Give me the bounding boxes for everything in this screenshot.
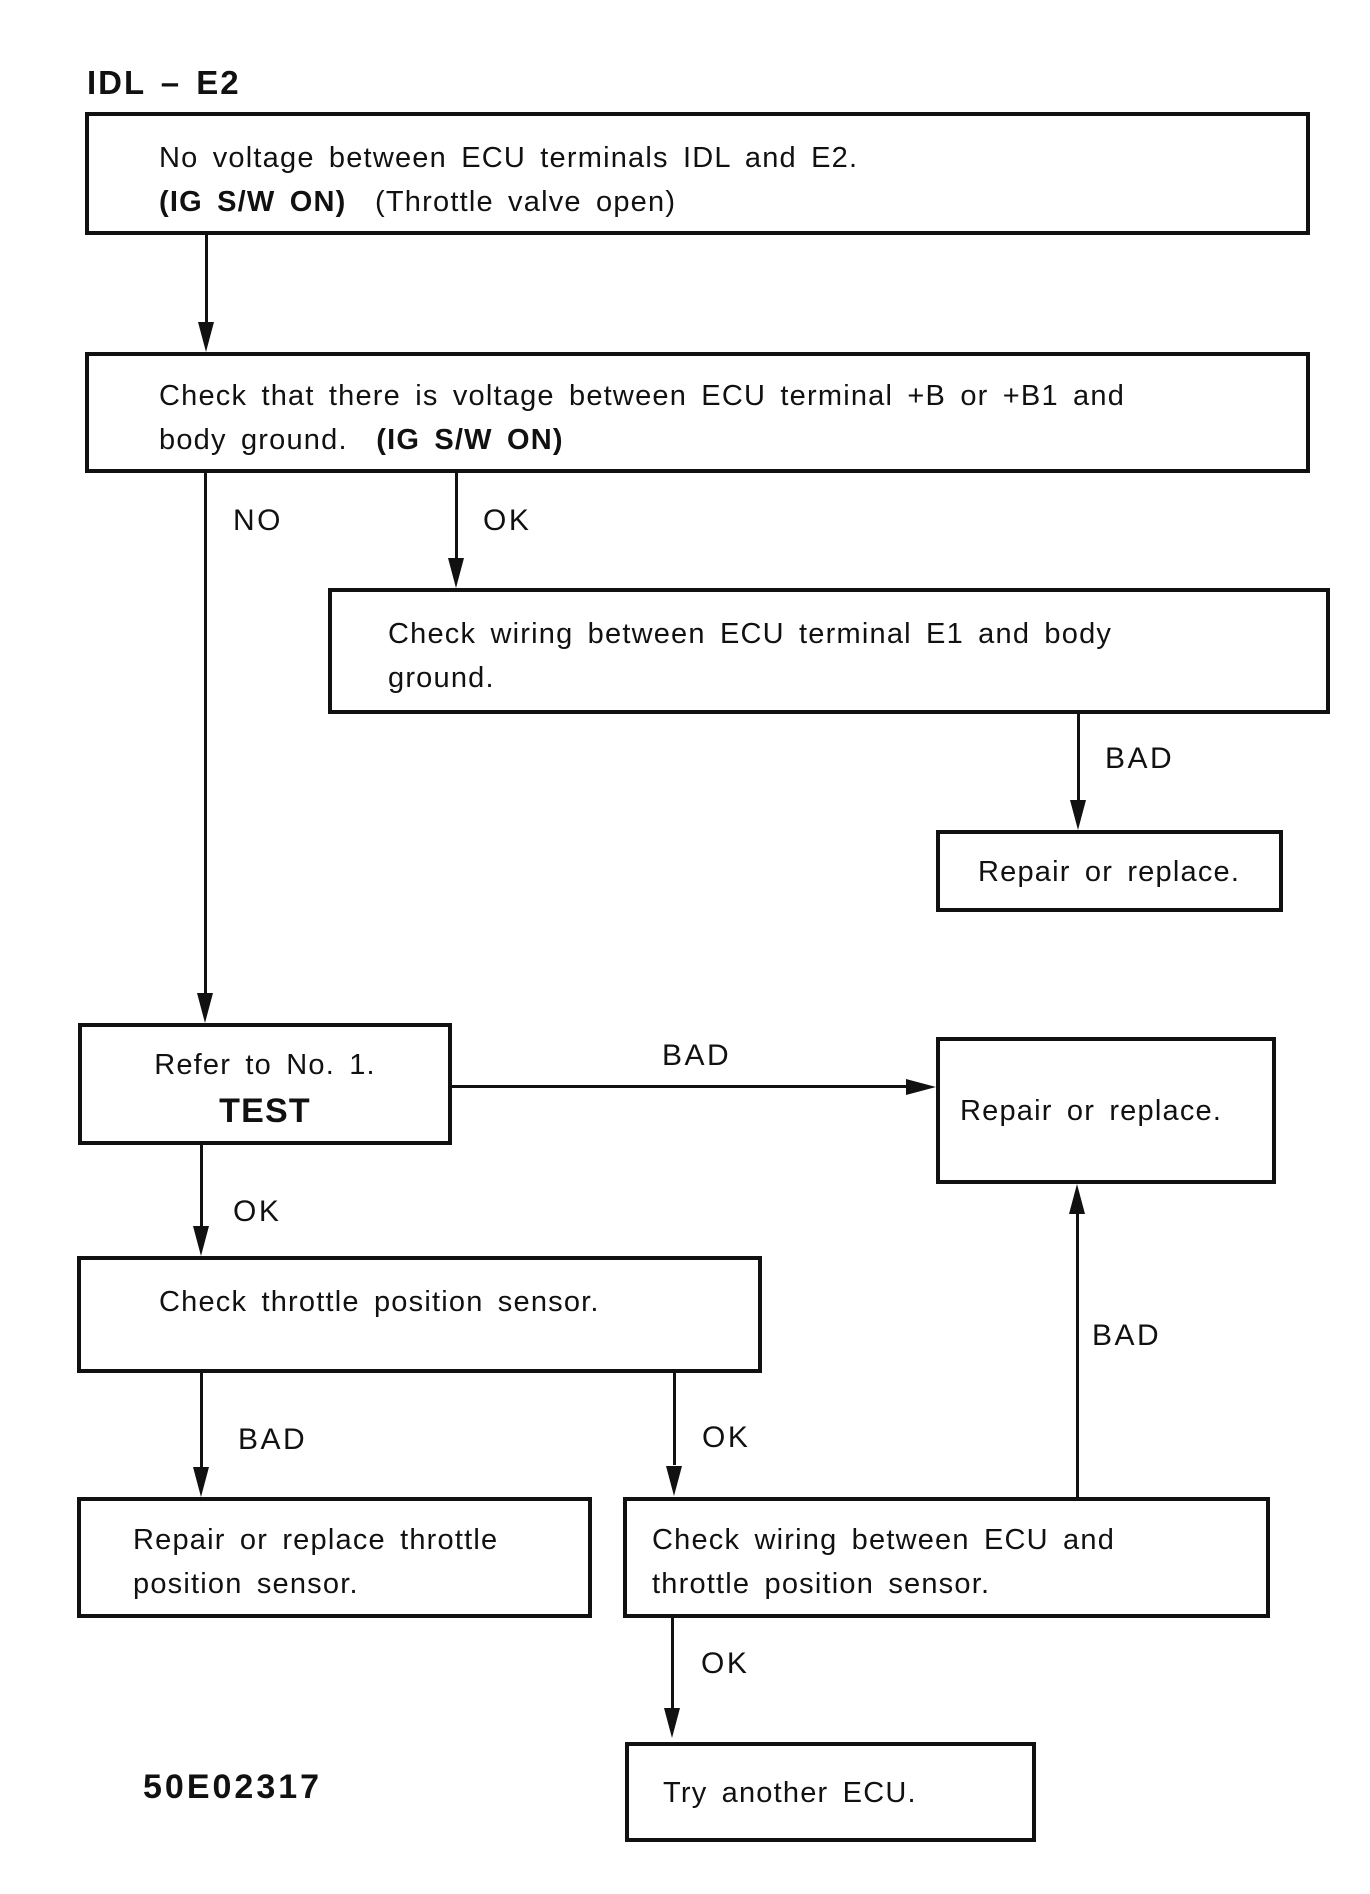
node-check-tps-wiring-line2: throttle position sensor. [652,1568,991,1600]
node-refer-test-line1: Refer to No. 1. [154,1049,376,1081]
edge-label-bad: BAD [1105,742,1175,775]
edge-label-ok: OK [483,504,532,537]
node-check-e1-wiring: Check wiring between ECU terminal E1 and… [328,588,1330,714]
arrow-down-icon [664,1708,680,1738]
node-check-b-voltage-line2: body ground. (IG S/W ON) [159,418,1296,462]
node-check-tps-wiring-line1: Check wiring between ECU and [652,1524,1116,1556]
node-check-b-voltage: Check that there is voltage between ECU … [85,352,1310,473]
node-repair-1: Repair or replace. [936,830,1283,912]
node-check-tps-text: Check throttle position sensor. [159,1286,600,1318]
node-check-e1-wiring-line1: Check wiring between ECU terminal E1 and… [388,618,1113,650]
edge-bad-line [1077,714,1080,804]
edge-symptom-to-check-line [205,235,208,326]
edge-label-ok: OK [702,1421,751,1454]
node-symptom-line2: (IG S/W ON) (Throttle valve open) [159,180,1296,224]
arrow-down-icon [193,1226,209,1256]
edge-label-bad: BAD [1092,1319,1162,1352]
node-try-ecu-text: Try another ECU. [663,1777,917,1809]
edge-ok-line [671,1618,674,1710]
node-check-b-voltage-line1: Check that there is voltage between ECU … [159,380,1126,412]
node-repair-2: Repair or replace. [936,1037,1276,1184]
page-title: IDL – E2 [87,64,241,101]
node-symptom: No voltage between ECU terminals IDL and… [85,112,1310,235]
edge-bad-up-line [1076,1210,1079,1497]
arrow-down-icon [198,322,214,352]
arrow-down-icon [666,1466,682,1496]
edge-label-ok: OK [233,1195,282,1228]
edge-no-line [204,473,207,1000]
arrow-down-icon [1070,800,1086,830]
figure-code: 50E02317 [143,1768,323,1806]
edge-ok-line [200,1145,203,1228]
arrow-down-icon [197,993,213,1023]
edge-bad-line [200,1373,203,1469]
node-check-b-voltage-condition: (IG S/W ON) [376,424,564,456]
node-check-tps: Check throttle position sensor. [77,1256,762,1373]
edge-label-ok: OK [701,1647,750,1680]
arrow-right-icon [906,1079,936,1095]
edge-label-no: NO [233,504,283,537]
node-repair-tps: Repair or replace throttle position sens… [77,1497,592,1618]
node-symptom-line1: No voltage between ECU terminals IDL and… [159,142,859,174]
edge-label-bad: BAD [238,1423,308,1456]
node-repair-2-text: Repair or replace. [960,1095,1223,1127]
edge-bad-hline [452,1085,908,1088]
node-symptom-condition2: (Throttle valve open) [375,186,677,218]
node-refer-test: Refer to No. 1. TEST [78,1023,452,1145]
edge-label-bad: BAD [662,1039,732,1072]
arrow-down-icon [193,1467,209,1497]
node-check-e1-wiring-line2: ground. [388,662,495,694]
node-repair-tps-line1: Repair or replace throttle [133,1524,499,1556]
arrow-down-icon [448,558,464,588]
node-try-ecu: Try another ECU. [625,1742,1036,1842]
edge-ok-line [673,1373,676,1465]
node-refer-test-line2: TEST [219,1092,311,1130]
node-repair-tps-line2: position sensor. [133,1568,359,1600]
edge-ok-line [455,473,458,562]
node-symptom-condition: (IG S/W ON) [159,186,347,218]
node-check-tps-wiring: Check wiring between ECU and throttle po… [623,1497,1270,1618]
node-repair-1-text: Repair or replace. [978,856,1241,888]
node-check-b-voltage-line2-rest: body ground. [159,424,348,456]
arrow-up-icon [1069,1184,1085,1214]
